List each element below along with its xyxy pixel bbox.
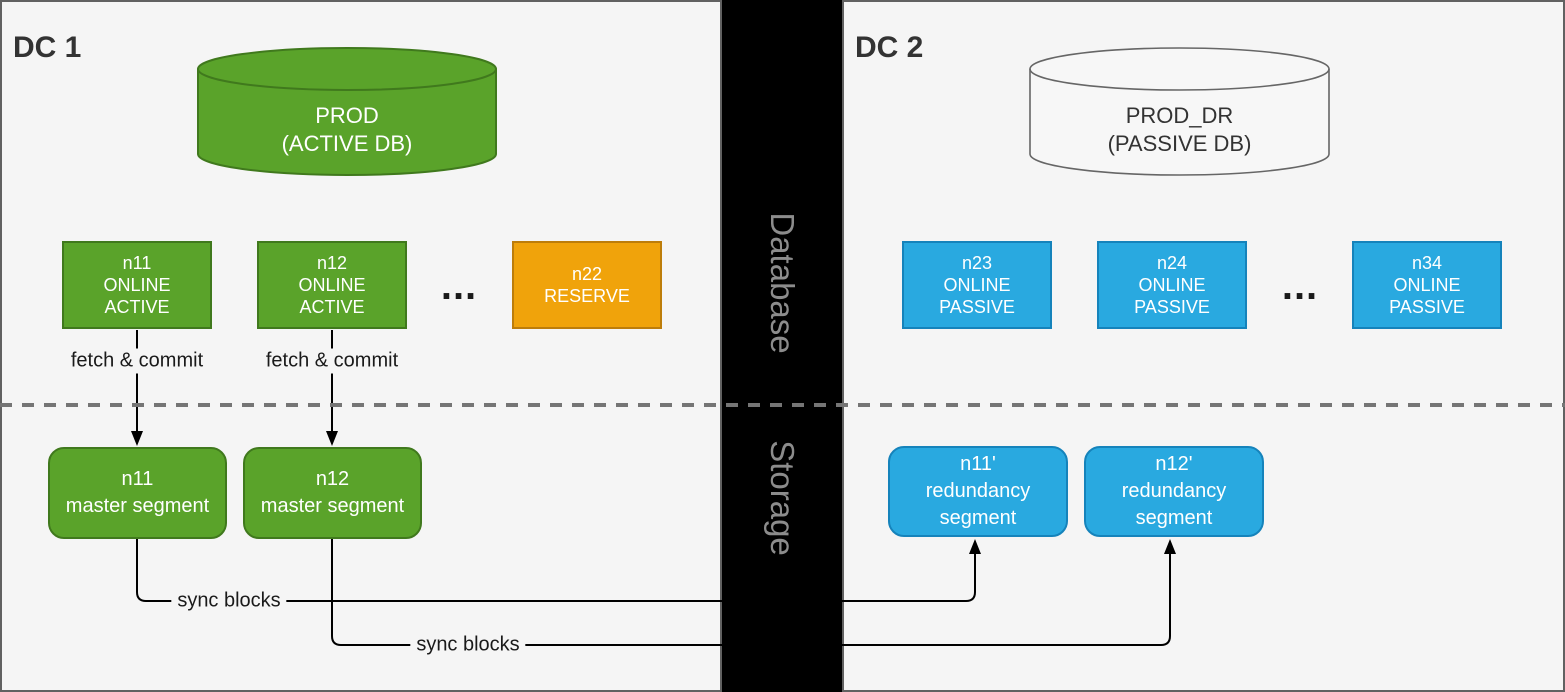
sync-blocks-line-n11 <box>136 538 976 602</box>
arrowhead-down-n12 <box>326 431 338 446</box>
node-n34: n34 ONLINE PASSIVE <box>1352 241 1502 329</box>
node-status: ONLINE <box>103 275 171 295</box>
node-id: n23 <box>961 253 993 273</box>
node-id: n11 <box>122 253 152 273</box>
database-layer-label: Database <box>764 212 801 354</box>
node-status: ONLINE <box>1393 275 1461 295</box>
node-status: ONLINE <box>1138 275 1206 295</box>
node-role: ACTIVE <box>104 297 170 317</box>
arrowhead-up-n11p <box>969 539 981 554</box>
arrowhead-up-n12p <box>1164 539 1176 554</box>
node-id: n12 <box>316 253 348 273</box>
node-role: RESERVE <box>544 286 630 306</box>
segment-type: master segment <box>65 495 210 517</box>
segment-id: n11 <box>121 468 154 490</box>
segment-type: master segment <box>260 495 405 517</box>
cylinder-shape-gray <box>1029 47 1330 176</box>
node-role: ACTIVE <box>299 297 365 317</box>
segment-type2: segment <box>939 507 1017 529</box>
node-status: ONLINE <box>943 275 1011 295</box>
prod-dr-passive-db-cylinder: PROD_DR (PASSIVE DB) <box>1029 46 1330 177</box>
layer-divider-bar <box>722 0 842 692</box>
dc2-ellipsis: ... <box>1281 264 1319 308</box>
dc1-ellipsis: ... <box>440 264 478 308</box>
db-state: (PASSIVE DB) <box>1107 131 1252 156</box>
segment-type2: segment <box>1135 507 1213 529</box>
node-status: ONLINE <box>298 275 366 295</box>
storage-layer-label: Storage <box>764 440 801 556</box>
arrowhead-down-n11 <box>131 431 143 446</box>
prod-db-label: PROD (ACTIVE DB) <box>197 102 497 158</box>
fetch-commit-label-n11: fetch & commit <box>64 348 210 374</box>
node-id: n34 <box>1411 253 1443 273</box>
cylinder-shape-green <box>197 47 497 176</box>
node-n23: n23 ONLINE PASSIVE <box>902 241 1052 329</box>
dc2-title: DC 2 <box>855 30 924 64</box>
node-n11: n11 ONLINE ACTIVE <box>62 241 212 329</box>
node-n24: n24 ONLINE PASSIVE <box>1097 241 1247 329</box>
redundancy-segment-n12: n12' redundancy segment <box>1084 446 1264 537</box>
segment-type: redundancy <box>925 480 1031 502</box>
redundancy-segment-n11: n11' redundancy segment <box>888 446 1068 537</box>
node-role: PASSIVE <box>939 297 1015 317</box>
node-role: PASSIVE <box>1134 297 1210 317</box>
node-role: PASSIVE <box>1389 297 1465 317</box>
segment-id: n12' <box>1155 453 1193 475</box>
node-n22: n22 RESERVE <box>512 241 662 329</box>
prod-active-db-cylinder: PROD (ACTIVE DB) <box>197 46 497 177</box>
prod-dr-db-label: PROD_DR (PASSIVE DB) <box>1029 102 1330 158</box>
sync-blocks-label-n11: sync blocks <box>171 588 287 614</box>
master-segment-n11: n11 master segment <box>48 447 227 539</box>
node-id: n22 <box>571 264 603 284</box>
db-name: PROD_DR <box>1125 103 1234 128</box>
fetch-commit-label-n12: fetch & commit <box>259 348 405 374</box>
segment-id: n11' <box>960 453 996 475</box>
sync-blocks-label-n12: sync blocks <box>410 632 526 658</box>
node-n12: n12 ONLINE ACTIVE <box>257 241 407 329</box>
master-segment-n12: n12 master segment <box>243 447 422 539</box>
database-storage-separator-line <box>0 403 1565 407</box>
dc1-title: DC 1 <box>13 30 82 64</box>
db-state: (ACTIVE DB) <box>281 131 413 156</box>
db-name: PROD <box>315 103 379 128</box>
node-id: n24 <box>1156 253 1188 273</box>
segment-type: redundancy <box>1121 480 1227 502</box>
segment-id: n12 <box>315 468 350 490</box>
